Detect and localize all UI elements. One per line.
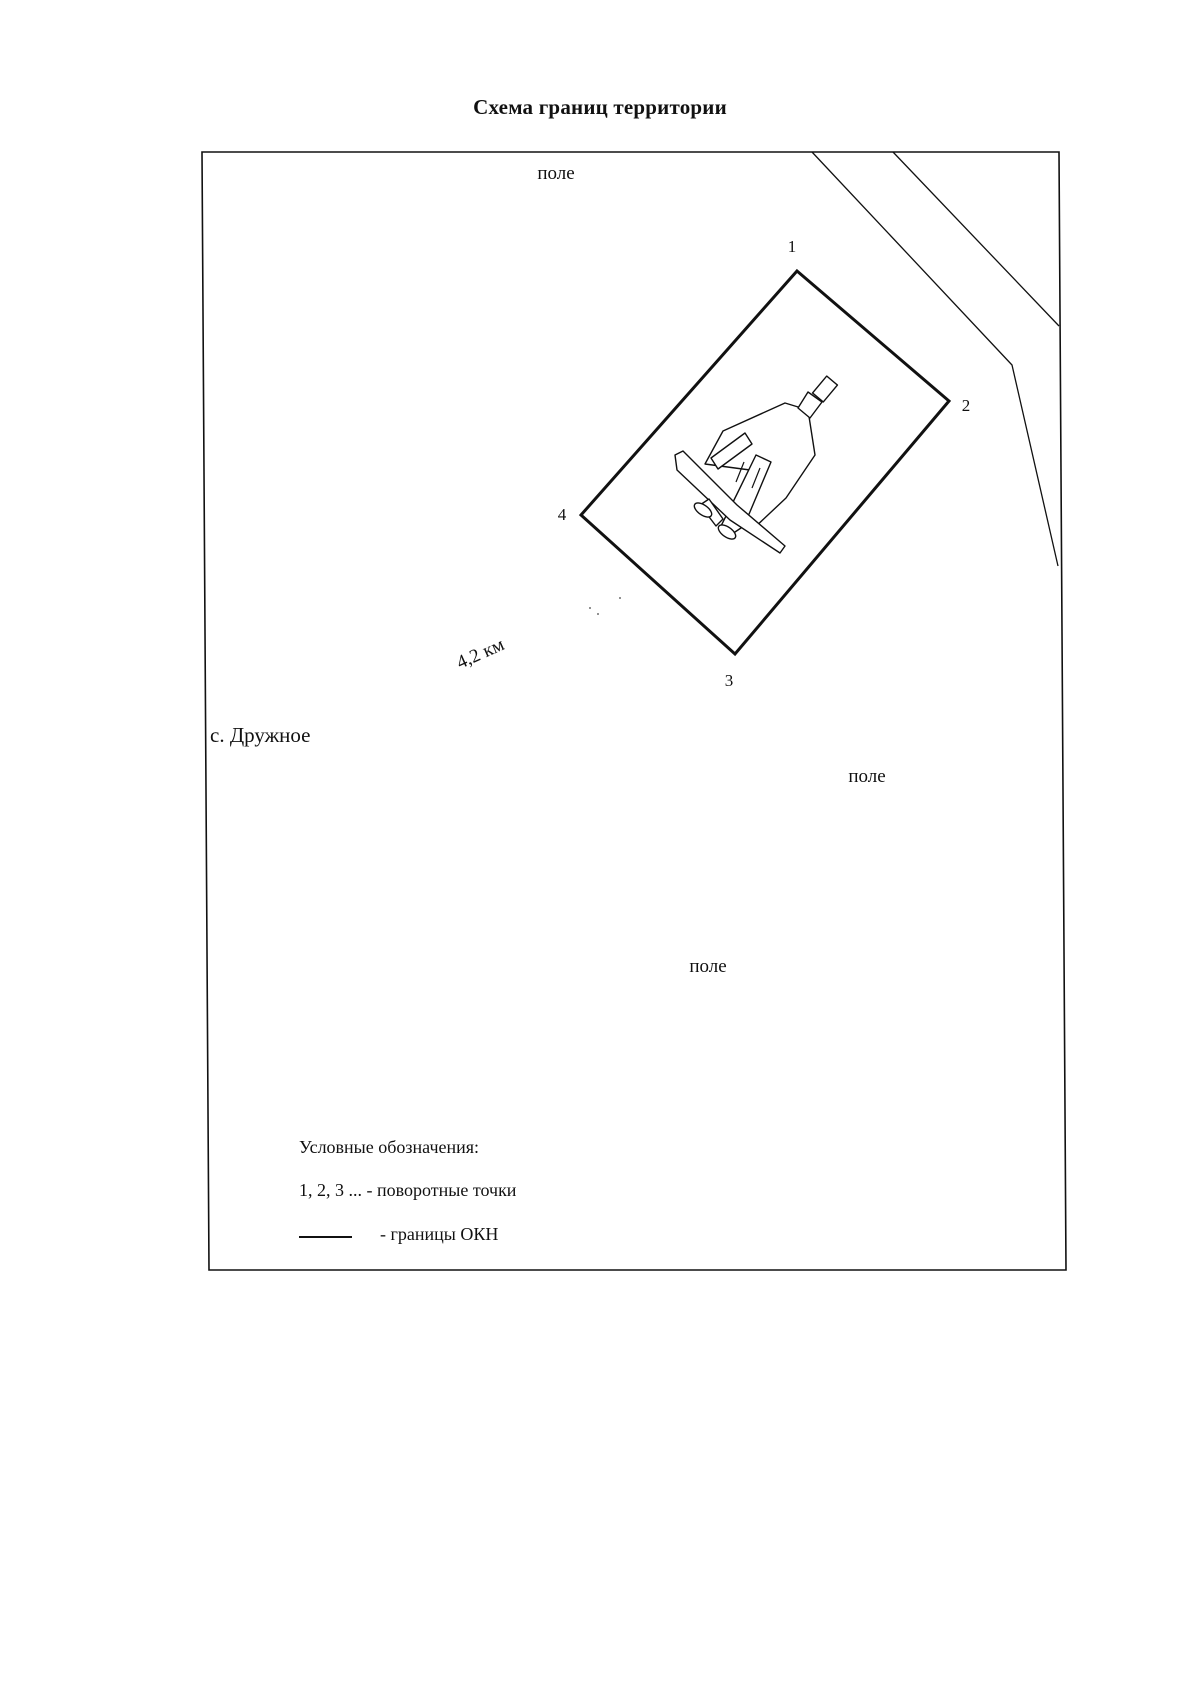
field-label-bottom: поле [689, 956, 726, 977]
road-edge-inner [811, 151, 1059, 567]
legend-heading: Условные обозначения: [299, 1137, 479, 1157]
point-label-3: 3 [725, 671, 734, 690]
point-label-2: 2 [962, 396, 971, 415]
airplane-monument-icon [674, 375, 839, 554]
okn-boundary [578, 268, 952, 657]
distance-line [589, 597, 621, 615]
village-label: с. Дружное [210, 723, 310, 747]
legend-boundary-text: - границы ОКН [380, 1224, 498, 1244]
page-title: Схема границ территории [473, 95, 727, 119]
distance-label: 4,2 км [453, 634, 507, 673]
point-label-4: 4 [558, 505, 567, 524]
legend-points-text: 1, 2, 3 ... - поворотные точки [299, 1180, 517, 1200]
field-label-top: поле [537, 163, 574, 184]
road-edge-outer [892, 151, 1060, 327]
map-frame [201, 151, 1067, 1271]
point-label-1: 1 [788, 237, 797, 256]
field-label-right: поле [848, 766, 885, 787]
